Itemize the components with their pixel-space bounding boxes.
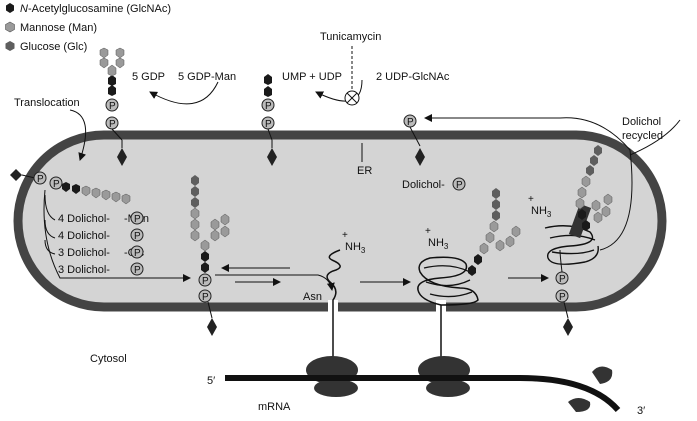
glucose-legend-icon: [5, 41, 15, 51]
phosphate-label: P: [265, 119, 272, 130]
tunicamycin-label: Tunicamycin: [320, 31, 381, 43]
dolichol-p-label: Dolichol-: [402, 179, 445, 191]
mannose-legend-icon: [5, 21, 15, 33]
asn-label: Asn: [303, 291, 322, 303]
nh3-label: NH3: [428, 237, 449, 251]
dolichol-anchor: [207, 318, 217, 336]
phosphate-label: P: [109, 101, 116, 112]
glycan-chain: [99, 47, 125, 96]
glycosylated-protein: P P + NH3: [528, 145, 633, 336]
three-prime-label: 3′: [637, 405, 645, 417]
phosphate-label: P: [37, 174, 44, 185]
donor-list: 4 Dolichol--Man P 4 Dolichol- P 3 Dolich…: [43, 189, 191, 282]
er-label: ER: [357, 165, 372, 177]
phosphate-label: P: [53, 179, 60, 190]
udp-glcnac-label: 2 UDP-GlcNAc: [376, 71, 450, 83]
legend-glucose-label: Glucose (Glc): [20, 41, 87, 53]
gdp-label: 5 GDP: [132, 71, 165, 83]
dol-3-label: 3 Dolichol-: [58, 264, 110, 276]
five-prime-label: 5′: [207, 375, 215, 387]
dolichol-anchor: [563, 318, 573, 336]
legend: N-Acetylglucosamine (GlcNAc) Mannose (Ma…: [5, 3, 171, 53]
glcnac-legend-icon: [6, 3, 14, 13]
dolichol-recycled-label-2: recycled: [622, 130, 663, 142]
phosphate-label: P: [134, 231, 141, 242]
dolichol-recycling: P Dolichol recycled Dolichol- P: [402, 114, 681, 191]
phosphate-label: P: [456, 180, 463, 191]
phosphate-label: P: [559, 274, 566, 285]
nascent-polypeptide: + NH3 Asn: [303, 230, 366, 360]
udp-glcnac-reaction: P P UMP + UDP 2 UDP-GlcNAc Tunicamycin: [261, 31, 450, 166]
cytosol-label: Cytosol: [90, 353, 127, 365]
translocation-label: Translocation: [14, 97, 80, 109]
mrna-label: mRNA: [258, 401, 291, 413]
phosphate-label: P: [109, 119, 116, 130]
phosphate-label: P: [202, 276, 209, 287]
ribosome-free-small: [568, 398, 591, 412]
ribosome-small-subunit: [314, 379, 358, 397]
dolichol-recycled-label-1: Dolichol: [622, 116, 661, 128]
phosphate-label: P: [134, 265, 141, 276]
legend-glcnac-label: N-Acetylglucosamine (GlcNAc): [20, 3, 171, 15]
mrna-strand: [225, 375, 621, 413]
nh3-label: NH3: [345, 241, 366, 255]
dolichol-anchor: [415, 148, 425, 166]
translocation: Translocation P P: [10, 97, 131, 205]
er-membrane: [13, 130, 667, 314]
inhibition-icon: [344, 90, 360, 106]
gdp-man-label: 5 GDP-Man: [178, 71, 236, 83]
legend-mannose-label: Mannose (Man): [20, 22, 97, 34]
phosphate-label: P: [134, 214, 141, 225]
nh3-label: NH3: [531, 205, 552, 219]
ribosome-free-large: [592, 366, 613, 384]
phosphate-label: P: [407, 117, 414, 128]
gdp-man-reaction: P P 5 GDP 5 GDP-Man: [99, 47, 236, 166]
phosphate-label: P: [559, 292, 566, 303]
ump-udp-label: UMP + UDP: [282, 71, 342, 83]
plus-label: +: [528, 194, 534, 205]
ribosome-small-subunit: [426, 379, 470, 397]
dolichol-anchor: [267, 148, 277, 166]
phosphate-label: P: [134, 248, 141, 259]
plus-label: +: [425, 226, 431, 237]
dolichol-anchor: [117, 148, 127, 166]
phosphate-label: P: [265, 101, 272, 112]
plus-label: +: [342, 230, 348, 241]
folding-polypeptide: + NH3: [417, 188, 521, 360]
oligosaccharide-precursor: P P: [190, 175, 230, 336]
dol-4-label: 4 Dolichol-: [58, 230, 110, 242]
phosphate-label: P: [202, 292, 209, 303]
